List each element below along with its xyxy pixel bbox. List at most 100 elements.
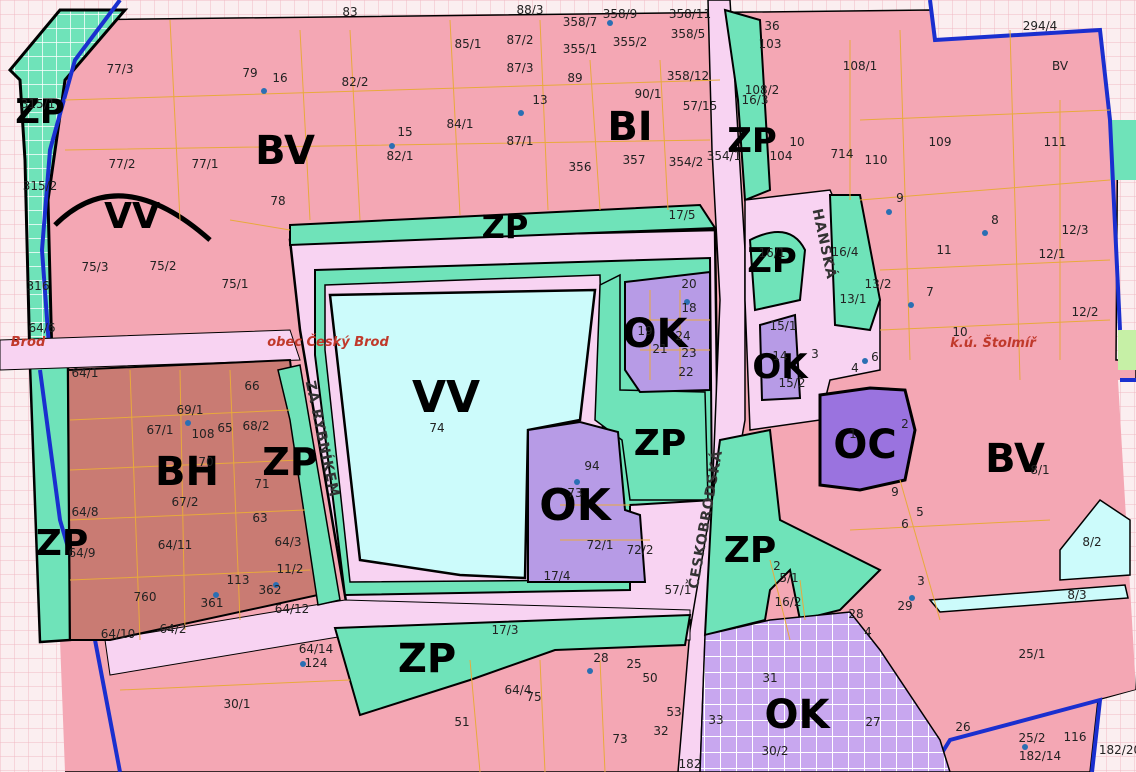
parcel-label: 72/1 <box>587 538 614 552</box>
zone-zp-hanska-oval[interactable] <box>748 231 807 312</box>
parcel-label: 355/1 <box>563 42 598 56</box>
parcel-label: 31 <box>762 671 777 685</box>
parcel-label: 116 <box>1064 730 1087 744</box>
zone-zp-east-top[interactable] <box>723 8 772 202</box>
parcel-label: 8/2 <box>1082 535 1101 549</box>
parcel-label: 358/9 <box>603 7 638 21</box>
parcel-label: 25/2 <box>1019 731 1046 745</box>
parcel-label: 8/3 <box>1067 588 1086 602</box>
parcel-label: 90/1 <box>635 87 662 101</box>
parcel-label: 10 <box>952 325 967 339</box>
parcel-label: 82/2 <box>342 75 369 89</box>
parcel-label: 73 <box>612 732 627 746</box>
place-label-obec-cesky-brod: obec Český Brod <box>267 334 389 350</box>
parcel-label: 74 <box>429 421 444 435</box>
zone-zp-south[interactable] <box>333 613 692 717</box>
zone-label-zp-east-top: ZP <box>727 121 777 161</box>
zone-zp-center[interactable] <box>594 273 709 501</box>
zone-zp-skobrodska[interactable] <box>703 428 882 637</box>
zone-label-zp-hanska: ZP <box>747 241 797 281</box>
parcel-label: 64/8 <box>72 505 99 519</box>
zone-oc[interactable] <box>818 386 917 492</box>
parcel-label: 12/3 <box>1062 223 1089 237</box>
parcel-label: 9 <box>896 191 904 205</box>
zone-zp-za-rybnikem[interactable] <box>277 364 341 606</box>
parcel-label: 51 <box>454 715 469 729</box>
parcel-label: 77/1 <box>192 157 219 171</box>
zone-zp-hanska-strip[interactable] <box>828 194 882 332</box>
road-west-horizontal[interactable] <box>0 329 301 371</box>
parcel-label: 70 <box>198 455 213 469</box>
parcel-label: 21 <box>652 342 667 356</box>
zone-label-zp-west-top: ZP <box>15 92 65 132</box>
parcel-boundaries <box>64 19 1111 772</box>
parcel-label: 23 <box>681 346 696 360</box>
parcel-label: 75/2 <box>150 259 177 273</box>
parcel-label: 16/4 <box>832 245 859 259</box>
parcel-label: 315/2 <box>23 179 58 193</box>
parcel-label: 32 <box>653 724 668 738</box>
parcel-label: 53 <box>666 705 681 719</box>
parcel-label: 124 <box>305 656 328 670</box>
place-label-brod: Brod <box>11 335 46 350</box>
parcel-label: 64/10 <box>101 627 136 641</box>
parcel-label: 111 <box>1044 135 1067 149</box>
parcel-label: 71 <box>254 477 269 491</box>
parcel-label: 11 <box>936 243 951 257</box>
road-south[interactable] <box>104 599 691 676</box>
zone-label-zp-south: ZP <box>398 636 456 682</box>
parcel-label: 182/14 <box>1019 749 1061 763</box>
parcel-label: 67/2 <box>172 495 199 509</box>
parcel-label: 65 <box>217 421 232 435</box>
parcel-label: 30/2 <box>762 744 789 758</box>
parcel-label: 357 <box>623 153 646 167</box>
parcel-label: 36 <box>764 19 779 33</box>
parcel-label: 25 <box>626 657 641 671</box>
zone-ok-east-small[interactable] <box>758 313 802 402</box>
zone-vv-east[interactable] <box>1059 498 1131 581</box>
parcel-label: 3 <box>811 347 819 361</box>
parcel-markers <box>185 20 1028 750</box>
zone-vv-center[interactable] <box>328 288 597 580</box>
municipal-boundary-east <box>928 0 1136 382</box>
parcel-label: 714 <box>831 147 854 161</box>
parcel-label: 362 <box>259 583 282 597</box>
parcel-label: 33 <box>708 713 723 727</box>
parcel-label: 358/11 <box>669 7 711 21</box>
parcel-label: 358/5 <box>671 27 706 41</box>
parcel-label: 16/3 <box>742 93 769 107</box>
parcel-label: 16/1 <box>759 246 786 260</box>
zone-label-zp-rybnikem: ZP <box>262 440 317 484</box>
parcel-label: 8 <box>991 213 999 227</box>
parcel-label: 64/9 <box>69 546 96 560</box>
zone-label-vv-center: VV <box>412 372 480 423</box>
parcel-label: 75/1 <box>222 277 249 291</box>
parcel-label: 22 <box>678 365 693 379</box>
parcel-label: 82/1 <box>387 149 414 163</box>
zone-bh-west[interactable] <box>66 358 320 641</box>
zone-label-bi-north: BI <box>607 104 652 150</box>
parcel-label: 72/2 <box>627 543 654 557</box>
parcel-label: 64/3 <box>275 535 302 549</box>
zone-ok-center[interactable] <box>527 420 647 583</box>
zone-zp-north-strip[interactable] <box>289 203 717 247</box>
parcel-label: 89 <box>567 71 582 85</box>
parcel-label: 64/11 <box>158 538 193 552</box>
parcel-label: 64/6 <box>29 321 56 335</box>
parcel-label: 1 <box>849 427 857 441</box>
parcel-label: 109 <box>929 135 952 149</box>
zone-label-vv-north: VV <box>104 196 160 237</box>
parcel-label: 10 <box>789 135 804 149</box>
zone-ok-south[interactable] <box>699 611 951 772</box>
parcel-label: 75 <box>526 690 541 704</box>
parcel-label: 15 <box>397 125 412 139</box>
parcel-label: 4 <box>864 625 872 639</box>
parcel-label: 27 <box>865 715 880 729</box>
parcel-label: 15/2 <box>779 376 806 390</box>
parcel-label: 354/1 <box>707 149 742 163</box>
parcel-label: 68/2 <box>243 419 270 433</box>
zone-label-zp-skobrodska: ZP <box>724 530 777 571</box>
